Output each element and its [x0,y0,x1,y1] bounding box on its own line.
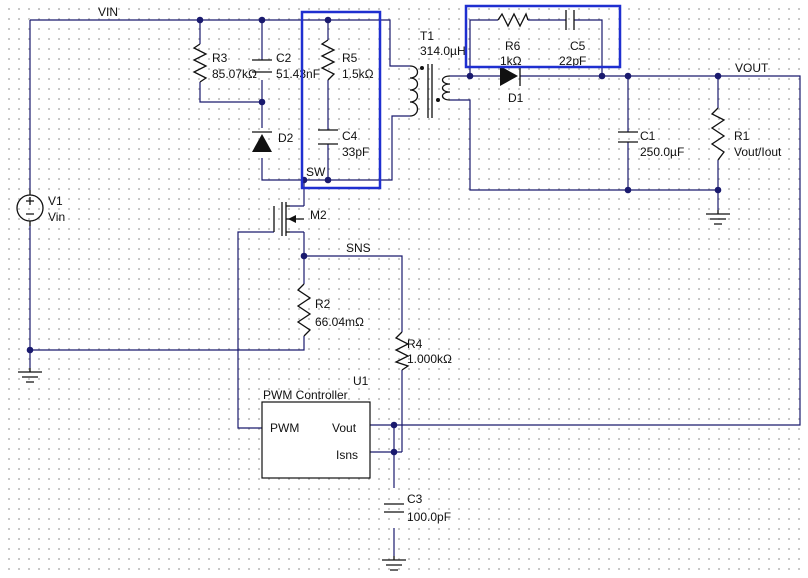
r1-value: Vout/Iout [734,145,782,159]
r2-ref: R2 [315,297,331,311]
r1-ref: R1 [734,129,750,143]
d1-ref: D1 [508,91,524,105]
net-label-vout: VOUT [735,61,769,75]
wires [29,19,801,556]
v1-ref: V1 [48,194,63,208]
d2-diode[interactable]: D2 [252,131,294,152]
ground-c3 [382,556,406,571]
junction-dot [624,186,632,194]
t1-ref: T1 [420,29,434,43]
junction-dot [258,98,266,106]
junction-dot [624,72,632,80]
c1-capacitor[interactable]: C1 250.0µF [618,129,684,159]
c3-capacitor[interactable]: C3 100.0pF [384,492,451,524]
junction-dot [390,448,398,456]
net-label-vin: VIN [98,5,118,19]
r6-ref: R6 [505,39,521,53]
r1-resistor[interactable]: R1 Vout/Iout [710,107,782,161]
junction-dot [26,346,34,354]
junction-dot [324,176,332,184]
junction-dot [258,16,266,24]
c5-capacitor[interactable]: C5 22pF [559,10,586,68]
c4-value: 33pF [342,145,369,159]
junction-dot [324,16,332,24]
t1-value: 314.0µH [420,44,466,58]
r3-ref: R3 [212,51,228,65]
r3-value: 85.07kΩ [212,67,257,81]
r6-value: 1kΩ [500,54,522,68]
u1-value: PWM Controller [263,388,348,402]
u1-pin-pwm: PWM [270,421,299,435]
c2-ref: C2 [276,51,292,65]
c5-value: 22pF [559,54,586,68]
rc-snubber-highlight-box [464,4,622,69]
c1-ref: C1 [640,129,656,143]
v1-voltage-source[interactable]: V1 Vin [16,190,65,226]
m2-mosfet[interactable]: M2 [273,202,327,236]
junction-dot [196,16,204,24]
junction-dot [300,252,308,260]
u1-pin-isns: Isns [336,448,358,462]
c1-value: 250.0µF [640,145,684,159]
r2-value: 66.04mΩ [315,315,364,329]
r6-resistor[interactable]: R6 1kΩ [497,12,529,68]
r5-value: 1.5kΩ [342,67,374,81]
t1-transformer[interactable]: T1 314.0µH [409,29,466,118]
junction-dot [714,186,722,194]
v1-value: Vin [48,210,65,224]
ground-v1 [18,368,42,383]
d2-ref: D2 [278,131,294,145]
r2-resistor[interactable]: R2 66.04mΩ [296,283,364,337]
r5-ref: R5 [342,51,358,65]
u1-ref: U1 [353,374,369,388]
net-label-sw: SW [306,165,326,179]
c3-value: 100.0pF [407,510,451,524]
junction-dots [26,16,722,456]
c5-ref: C5 [570,39,586,53]
ground-r1 [706,210,730,225]
r4-resistor[interactable]: R4 1.000kΩ [394,331,452,371]
c2-value: 51.43nF [276,67,320,81]
net-label-sns: SNS [346,241,371,255]
c4-ref: C4 [342,129,358,143]
r4-ref: R4 [407,337,423,351]
d1-diode[interactable]: D1 [500,66,524,105]
junction-dot [714,72,722,80]
junction-dot [466,72,474,80]
m2-ref: M2 [310,208,327,222]
u1-pwm-controller[interactable]: U1 PWM Controller PWM Vout Isns [261,374,371,479]
c3-ref: C3 [407,492,423,506]
c2-capacitor[interactable]: C2 51.43nF [252,51,320,81]
r4-value: 1.000kΩ [407,352,452,366]
u1-pin-vout: Vout [332,421,357,435]
r3-resistor[interactable]: R3 85.07kΩ [192,43,257,83]
junction-dot [390,421,398,429]
r5-resistor[interactable]: R5 1.5kΩ [320,39,374,81]
snubber-highlight-box [300,10,382,190]
junction-dot [598,72,606,80]
c4-capacitor[interactable]: C4 33pF [318,129,369,159]
